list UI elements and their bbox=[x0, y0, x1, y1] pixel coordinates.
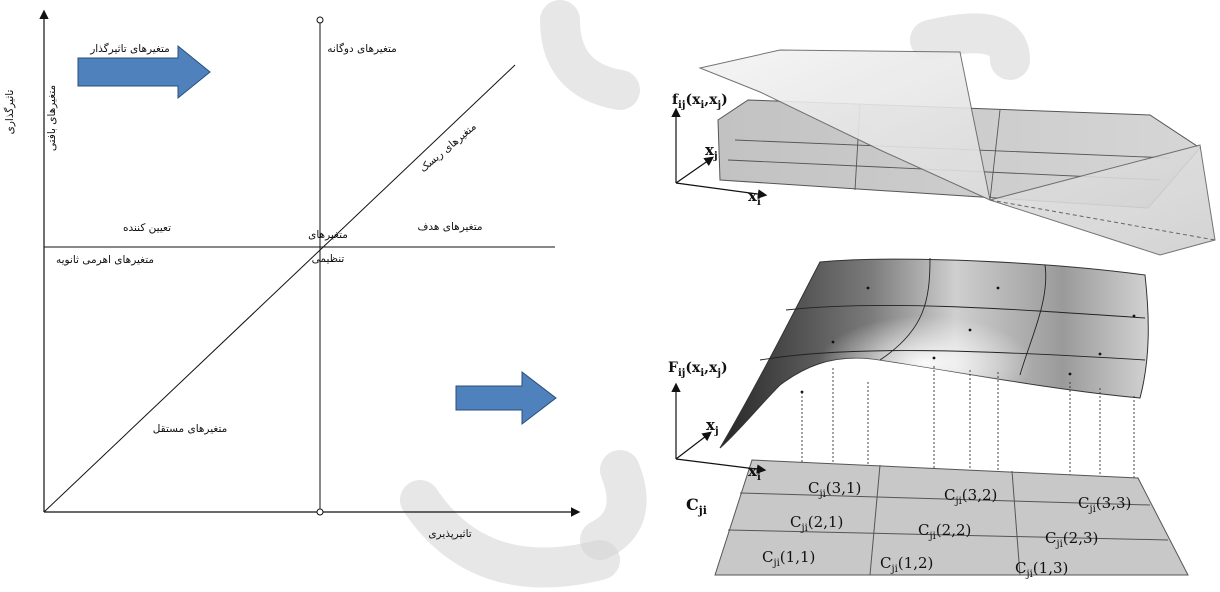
grid-cells: Cji(3,1) Cji(3,2) Cji(3,3) Cji(2,1) Cji(2,2)… bbox=[762, 479, 1131, 580]
q3-sub-label: متغیرهای مستقل bbox=[153, 423, 228, 435]
grid-cell-label: Cji(2,2) bbox=[918, 521, 971, 542]
grid-cell-label: Cji(2,1) bbox=[790, 513, 843, 534]
q2-label: متغیرهای دوگانه bbox=[327, 42, 397, 55]
grid-cell-label: Cji(2,3) bbox=[1045, 529, 1098, 550]
grid-cell-label: Cji(3,1) bbox=[808, 479, 861, 500]
blue-arrow-top bbox=[77, 44, 211, 100]
x-axis-label: تاثیرپذیری bbox=[428, 528, 471, 540]
divider-bottom-end bbox=[316, 508, 324, 516]
q2-region-label: متغیرهای هدف bbox=[417, 221, 482, 233]
y-axis-label: تاثیرگذاری bbox=[3, 90, 16, 135]
top-axis-xj: xj bbox=[705, 141, 718, 162]
blue-arrow-right bbox=[455, 370, 557, 426]
q1-region-label: تعیین کننده bbox=[123, 222, 171, 234]
grid-plane bbox=[714, 459, 1189, 576]
grid-cell-label: Cji(1,3) bbox=[1015, 559, 1068, 580]
bottom-surface-figure: Fij(xi,xj) xj xi Cji Cji(3,1)Cji(3,2)Cji… bbox=[668, 257, 1189, 580]
grid-cell-label: Cji(3,3) bbox=[1078, 494, 1131, 515]
bottom-axis-xj: xj bbox=[706, 416, 719, 437]
top-function-label: fij(xi,xj) bbox=[672, 92, 728, 111]
top-surface-figure: fij(xi,xj) xj xi bbox=[671, 49, 1216, 256]
center-label-bottom: تنظیمی bbox=[312, 253, 345, 265]
q1-label: متغیرهای تاثیرگذار bbox=[89, 42, 170, 55]
diagonal-line bbox=[43, 64, 516, 513]
center-label-top: متغیرهای bbox=[308, 229, 348, 241]
grid-cell-label: Cji(1,1) bbox=[762, 548, 815, 569]
divider-top-end bbox=[316, 16, 324, 24]
top-axis-xi: xi bbox=[748, 187, 761, 208]
q1-sub-label: متغیرهای بافتی bbox=[46, 85, 58, 151]
intersecting-sheet bbox=[698, 49, 1216, 256]
watermark bbox=[400, 0, 1030, 588]
bottom-function-label: Fij(xi,xj) bbox=[668, 360, 728, 379]
q3-label: متغیرهای اهرمی ثانویه bbox=[56, 254, 154, 266]
grid-label: Cji bbox=[686, 495, 707, 517]
influence-dependence-diagram: تاثیرگذاری متغیرهای بافتی متغیرهای تاثیر… bbox=[3, 9, 581, 540]
grid-cell-label: Cji(1,2) bbox=[880, 554, 933, 575]
grid-cell-label: Cji(3,2) bbox=[944, 486, 997, 507]
